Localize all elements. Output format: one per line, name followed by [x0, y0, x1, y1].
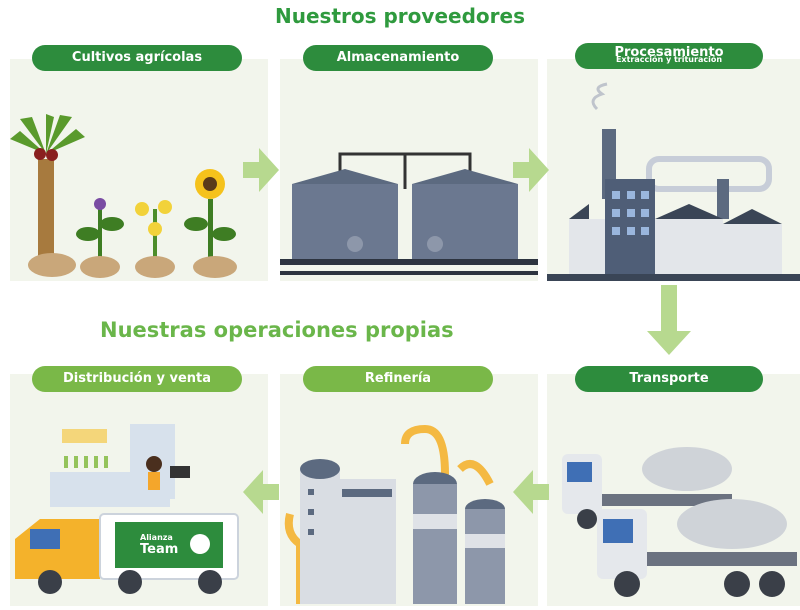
stage-label-refinery: Refinería: [303, 366, 493, 392]
flow-arrow-down: [647, 285, 691, 355]
stage-sublabel-text: Extracción y trituración: [615, 55, 723, 64]
truck-brand-line1: Alianza: [140, 533, 173, 542]
stage-label-text: Cultivos agrícolas: [71, 50, 203, 65]
flow-arrow-left-1: [513, 470, 549, 514]
stage-label-text: Refinería: [364, 371, 432, 386]
processing-illustration: [547, 82, 800, 281]
truck-brand-line2: Team: [140, 542, 179, 557]
stage-label-distribution: Distribución y venta: [32, 366, 242, 392]
stage-label-text: Distribución y venta: [62, 371, 212, 386]
distribution-illustration: [15, 424, 239, 594]
transport-illustration: [562, 447, 797, 597]
crops-panel: [10, 59, 268, 281]
transport-panel: [547, 374, 800, 606]
stage-label-storage: Almacenamiento: [303, 45, 493, 71]
distribution-panel: Alianza Team: [10, 374, 268, 606]
stage-label-processing: Procesamiento Extracción y trituración: [575, 43, 763, 69]
stage-label-text: Transporte: [629, 371, 709, 386]
own-operations-title: Nuestras operaciones propias: [100, 318, 454, 342]
refinery-illustration: [284, 424, 505, 604]
stage-label-transport: Transporte: [575, 366, 763, 392]
processing-panel: [547, 59, 800, 281]
stage-label-text: Procesamiento: [614, 45, 724, 60]
storage-panel: [280, 59, 538, 281]
crops-illustration: [10, 114, 237, 278]
flow-arrow-right-2: [513, 148, 549, 192]
refinery-panel: [280, 374, 538, 606]
stage-label-text: Almacenamiento: [336, 50, 460, 65]
stage-label-crops: Cultivos agrícolas: [32, 45, 242, 71]
storage-illustration: [280, 152, 538, 275]
suppliers-title: Nuestros proveedores: [275, 4, 525, 28]
flow-arrow-right-1: [243, 148, 279, 192]
truck-brand-logo: Alianza Team: [140, 532, 178, 556]
flow-arrow-left-2: [243, 470, 279, 514]
